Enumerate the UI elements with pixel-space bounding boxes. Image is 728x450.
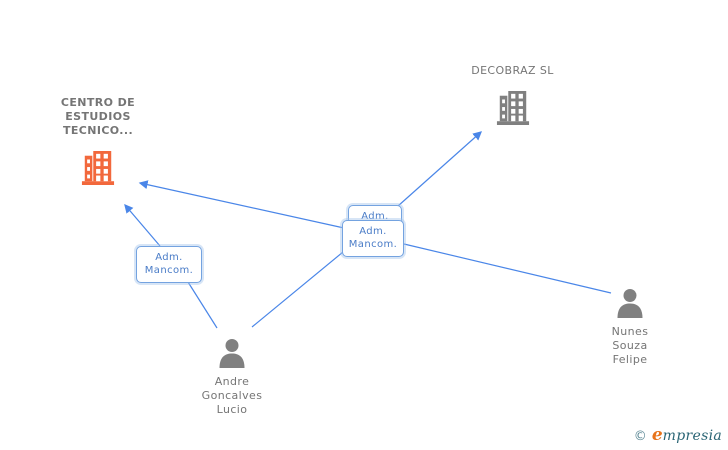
relation-line-andre-decobraz-1 [251, 251, 344, 328]
company-name-line: ESTUDIOS [65, 110, 131, 123]
brand-initial: e [651, 425, 663, 445]
person-name-line: Lucio [216, 403, 248, 416]
person-name-line: Souza [612, 339, 648, 352]
company-name-line: TECNICO... [62, 124, 134, 137]
relation-label-line: Mancom. [144, 265, 194, 276]
company-name-line: CENTRO DE [60, 96, 136, 109]
building-icon [81, 150, 115, 186]
brand-rest: mpresia [662, 428, 722, 444]
node-company-centro[interactable]: CENTRO DE ESTUDIOS TECNICO... [38, 96, 158, 186]
person-name-line: Goncalves [201, 389, 263, 402]
person-icon [218, 338, 246, 368]
copyright-icon: © [633, 429, 647, 444]
relation-label-adm-mancom-left: Adm. Mancom. [136, 246, 202, 283]
relation-line-andre-decobraz-2 [397, 131, 483, 207]
relation-line-andre-centro-1 [187, 281, 218, 329]
relation-line-nunes-centro-1 [403, 243, 612, 294]
relation-line-nunes-centro-2 [138, 180, 345, 229]
person-icon [616, 288, 644, 318]
relation-line-andre-centro-2 [124, 203, 161, 247]
person-name: Nunes Souza Felipe [612, 325, 649, 367]
person-name-line: Felipe [612, 353, 648, 366]
person-name: Andre Goncalves Lucio [202, 375, 263, 417]
relation-label-line: Mancom. [348, 239, 398, 250]
relation-label-line: Adm. [361, 211, 389, 222]
building-icon [496, 90, 530, 126]
person-name-line: Andre [214, 375, 250, 388]
node-company-decobraz[interactable]: DECOBRAZ SL [450, 64, 575, 126]
node-person-nunes[interactable]: Nunes Souza Felipe [575, 288, 685, 367]
company-name: DECOBRAZ SL [471, 64, 554, 78]
relation-label-adm-mancom-center: Adm. Mancom. [342, 220, 404, 257]
person-name-line: Nunes [611, 325, 649, 338]
node-person-andre[interactable]: Andre Goncalves Lucio [177, 338, 287, 417]
company-name-line: DECOBRAZ SL [471, 64, 554, 77]
relation-label-line: Adm. [359, 226, 387, 237]
company-name: CENTRO DE ESTUDIOS TECNICO... [61, 96, 135, 138]
relation-label-line: Adm. [155, 252, 183, 263]
empresia-logo: © empresia [634, 425, 722, 445]
